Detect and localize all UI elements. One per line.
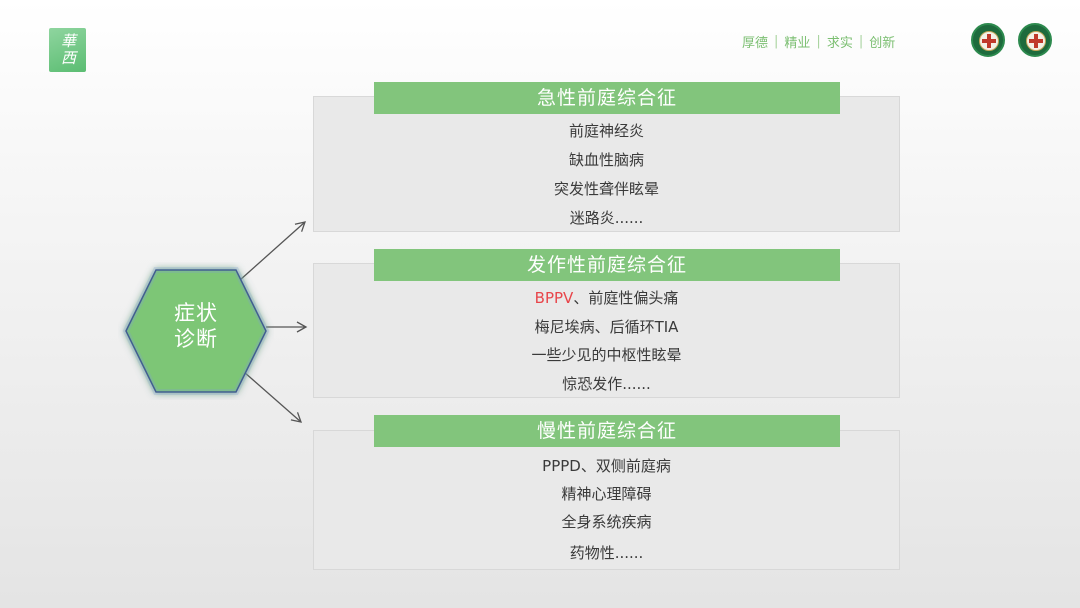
list-item: 一些少见的中枢性眩晕 [531,346,682,364]
hospital-seal-icon [1018,23,1052,57]
list-item: 精神心理障碍 [561,485,652,503]
university-seal-icon [971,23,1005,57]
bppv-highlight: BPPV [534,289,574,307]
center-label-line: 诊断 [174,327,218,351]
center-label-line: 症状 [174,301,218,325]
list-item: 迷路炎...... [569,209,644,227]
motto-word: 创新 [869,36,896,51]
acute-title: 急性前庭综合征 [374,82,840,114]
motto-word: 求实 [826,36,853,51]
episodic-panel [313,263,900,398]
center-label: 症状 诊断 [123,300,269,352]
list-item-text: 、前庭性偏头痛 [573,289,679,307]
list-item: 药物性...... [569,544,644,562]
list-item: 惊恐发作...... [562,375,651,393]
list-item: 缺血性脑病 [568,151,644,169]
motto-word: 厚德 [742,36,769,51]
list-item: 全身系统疾病 [561,513,652,531]
list-item: 梅尼埃病、后循环TIA [534,318,679,336]
motto-separator: | [858,34,864,49]
hospital-logo: 華西 [49,28,86,72]
episodic-title: 发作性前庭综合征 [374,249,840,281]
chronic-title: 慢性前庭综合征 [374,415,840,447]
list-item: 前庭神经炎 [568,122,644,140]
motto-separator: | [774,34,779,49]
arrow-to-chronic [243,371,303,423]
hexagon-icon [122,267,270,395]
list-item: PPPD、双侧前庭病 [542,457,671,475]
arrow-to-acute [239,221,306,281]
motto: 厚德 | 精业 | 求实 | 创新 [742,32,895,51]
list-item: BPPV、前庭性偏头痛 [313,288,900,308]
motto-separator: | [816,34,821,49]
acute-panel [313,96,900,232]
motto-word: 精业 [784,36,811,51]
list-item: 突发性聋伴眩晕 [553,180,659,198]
